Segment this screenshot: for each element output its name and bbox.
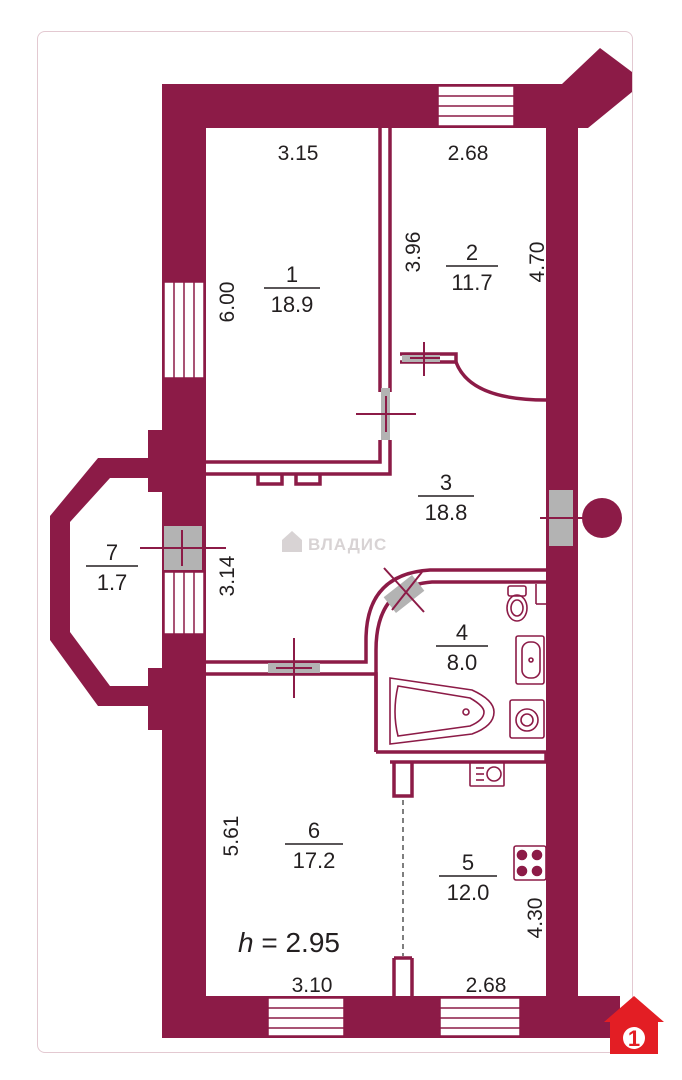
house-icon: [282, 531, 302, 552]
fixtures: [389, 584, 547, 881]
dim-room5-length: 4.30: [524, 898, 547, 939]
balcony-wall: [50, 458, 162, 706]
dim-room1-length: 6.00: [216, 282, 239, 323]
sink-icon: [515, 635, 545, 685]
logo-key-ring: [623, 1027, 645, 1049]
logo-digit: 1: [628, 1026, 640, 1051]
room-label-5: 512.0: [439, 850, 497, 905]
bathroom-side-stub: [392, 762, 414, 798]
room-number: 3: [440, 470, 452, 495]
partition-1-2: [378, 128, 392, 392]
closet-nubs: [256, 474, 322, 486]
partitions: [206, 128, 548, 996]
room-label-1: 118.9: [264, 262, 320, 317]
room-label-4: 48.0: [436, 620, 488, 675]
plan-frame: [37, 31, 633, 1053]
stove-icon: [513, 845, 547, 881]
room-label-2: 211.7: [446, 240, 498, 295]
windows: [163, 85, 521, 1037]
entrance-marker: [582, 498, 622, 538]
room-number: 4: [456, 620, 468, 645]
room-label-3: 318.8: [418, 470, 474, 525]
room-area: 17.2: [293, 848, 336, 873]
room-number: 2: [466, 240, 478, 265]
room-area: 18.8: [425, 500, 468, 525]
room-area: 8.0: [447, 650, 478, 675]
room-number: 1: [286, 262, 298, 287]
room-label-7: 71.7: [86, 540, 138, 595]
balcony-wall-cap-top: [148, 430, 164, 492]
room-label-6: 617.2: [285, 818, 343, 873]
dimension-labels: 3.15 6.00 2.68 4.70 3.96 3.14 5.61 3.10 …: [216, 142, 549, 997]
window-room1: [163, 281, 205, 379]
dim-corridor-wall: 3.96: [402, 232, 425, 273]
door-arc-room2: [454, 361, 547, 402]
window-top: [437, 85, 515, 127]
brand-logo: 1: [604, 996, 664, 1054]
window-room6: [267, 997, 345, 1037]
watermark: ВЛАДИС: [282, 531, 387, 554]
dim-room1-width: 3.15: [278, 142, 319, 165]
balcony-wall-cap-bottom: [148, 668, 164, 730]
partition-6-3: [206, 640, 378, 752]
house-logo-icon: [604, 996, 664, 1054]
room-number: 6: [308, 818, 320, 843]
bathtub-icon: [389, 677, 495, 745]
room-number: 5: [462, 850, 474, 875]
dim-room2-length: 4.70: [526, 242, 549, 283]
dim-room6-width: 3.10: [292, 974, 333, 997]
dim-room5-width: 2.68: [466, 974, 507, 997]
partition-1-3: [206, 440, 392, 476]
washing-machine-icon: [509, 699, 545, 739]
dim-room7-length: 3.14: [216, 555, 239, 596]
room-area: 12.0: [447, 880, 490, 905]
kitchen-appliance-icon: [469, 761, 505, 787]
partition-5-6-stub: [392, 956, 414, 996]
bathroom-bottom-wall: [376, 750, 548, 764]
room-area: 11.7: [451, 270, 492, 295]
ceiling-height-value: = 2.95: [254, 927, 340, 958]
ceiling-height-symbol: h: [238, 927, 254, 958]
room-number: 7: [106, 540, 118, 565]
room-area: 18.9: [271, 292, 314, 317]
door-marks: [140, 342, 590, 698]
dim-room6-length: 5.61: [220, 816, 243, 857]
dim-room2-width: 2.68: [448, 142, 489, 165]
toilet-icon: [506, 585, 528, 622]
walls: [50, 48, 632, 1038]
window-room5: [439, 997, 521, 1037]
room-area: 1.7: [97, 570, 128, 595]
watermark-text: ВЛАДИС: [308, 535, 387, 554]
ceiling-height: h = 2.95: [238, 927, 340, 958]
window-balcony: [163, 571, 205, 635]
